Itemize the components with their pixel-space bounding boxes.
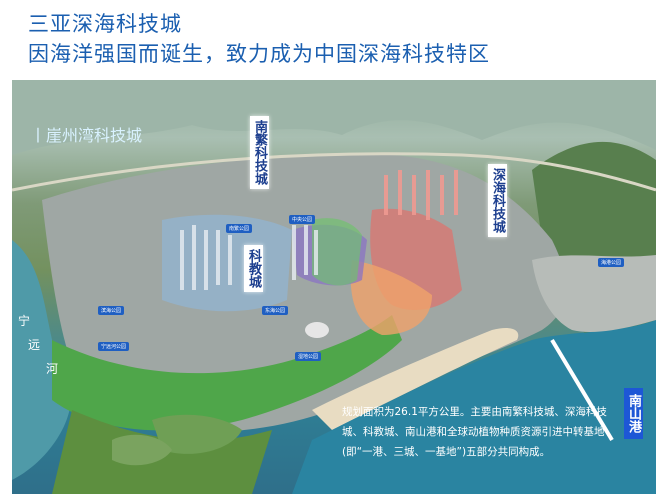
park-tag-port: 海港公园	[598, 258, 625, 267]
label-shenhai: 深海科技城	[488, 164, 507, 237]
building-markers	[180, 225, 318, 290]
aerial-rendering: 丨崖州湾科技城 南繁科技城 深海科技城 科教城 南山港 宁 远 河 南繁公园 中…	[12, 80, 656, 494]
highway	[12, 152, 656, 192]
park-tag-binhai: 滨海公园	[98, 306, 125, 315]
green-belt	[52, 315, 402, 431]
description-line-3: (即“一港、三城、一基地”)五部分共同构成。	[342, 446, 551, 458]
tall-tower-markers	[384, 170, 458, 220]
park-tag-nanfan: 南繁公园	[226, 224, 253, 233]
river-char-2: 远	[28, 338, 41, 352]
description-line-1: 规划面积为26.1平方公里。主要由南繁科技城、深海科技	[342, 406, 607, 418]
label-kejiao: 科教城	[244, 245, 263, 292]
river-char-3: 河	[46, 362, 59, 376]
district-label: 丨崖州湾科技城	[30, 126, 143, 145]
distant-hills	[12, 80, 656, 155]
stadium	[305, 322, 329, 338]
description-line-2: 城、科教城、南山港和全球动植物种质资源引进中转基地	[342, 426, 605, 438]
aerial-scene	[12, 80, 656, 494]
park-tag-ningyuan: 宁远河公园	[98, 342, 130, 351]
label-nanfan: 南繁科技城	[250, 116, 269, 189]
page-subtitle: 因海洋强国而诞生，致力成为中国深海科技特区	[28, 42, 490, 66]
page-title: 三亚深海科技城	[28, 12, 182, 36]
description: 规划面积为26.1平方公里。主要由南繁科技城、深海科技 城、科教城、南山港和全球…	[342, 402, 632, 462]
river-char-1: 宁	[18, 314, 31, 328]
zone-green	[312, 218, 362, 286]
zone-orange	[350, 260, 432, 335]
label-nanshan: 南山港	[624, 388, 643, 439]
island-2	[112, 434, 172, 466]
port-land	[532, 255, 656, 332]
river	[12, 240, 71, 480]
island-1	[152, 414, 242, 454]
beach	[312, 328, 519, 430]
park-tag-central: 中央公园	[289, 215, 316, 224]
park-tag-donghai: 东海公园	[262, 306, 289, 315]
bridge	[550, 338, 614, 442]
park-tag-wetland: 湿地公园	[295, 352, 322, 361]
